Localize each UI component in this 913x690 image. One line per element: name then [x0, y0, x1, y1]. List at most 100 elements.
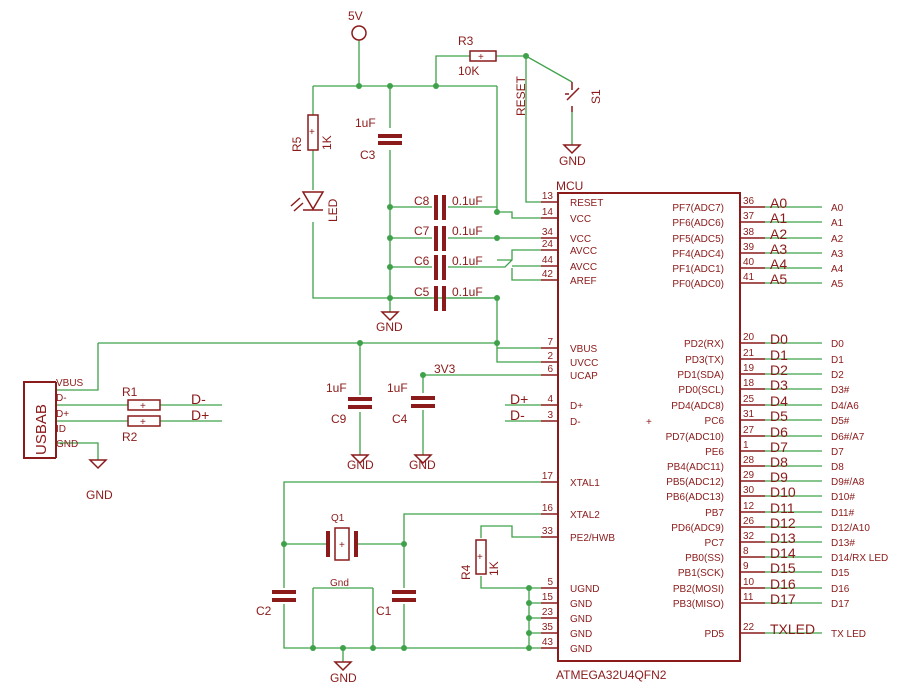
net-label: D8	[831, 462, 844, 473]
label-r5-value: 1K	[320, 135, 334, 150]
signal-label: D2	[770, 362, 788, 378]
signal-label: D16	[770, 576, 796, 592]
mcu-pin-number: 25	[743, 394, 755, 405]
mcu-chip: MCU ATMEGA32U4QFN2 + 13RESET14VCC34VCC24…	[541, 179, 888, 682]
mcu-pin-name: XTAL1	[570, 478, 600, 489]
gnd-caps: GND	[376, 311, 403, 334]
svg-text:GND: GND	[86, 488, 113, 502]
label-usbab: USBAB	[33, 404, 50, 455]
mcu-pin-number: 5	[547, 577, 553, 588]
signal-label: D10	[770, 484, 796, 500]
capacitor-c7: C7 0.1uF	[414, 224, 483, 251]
junctions	[281, 53, 532, 651]
mcu-pin-number: 22	[743, 622, 755, 633]
capacitor-c3: 1uF C3	[355, 116, 402, 162]
net-ucap-dminus: D-	[510, 407, 525, 423]
svg-text:+: +	[478, 52, 484, 63]
mcu-pin-name: PD2(RX)	[684, 339, 724, 350]
net-label: D17	[831, 599, 850, 610]
svg-text:0.1uF: 0.1uF	[452, 194, 483, 208]
signal-label: D17	[770, 591, 796, 607]
signal-label: D1	[770, 347, 788, 363]
mcu-pin-number: 31	[743, 409, 755, 420]
svg-text:0.1uF: 0.1uF	[452, 254, 483, 268]
mcu-pin-number: 36	[743, 196, 755, 207]
mcu-pin-number: 44	[542, 255, 554, 266]
svg-text:GND: GND	[330, 671, 357, 685]
mcu-pin-name: PF7(ADC7)	[672, 203, 724, 214]
mcu-pin-number: 42	[542, 269, 554, 280]
mcu-pin-name: PE6	[705, 447, 724, 458]
mcu-pin-name: RESET	[570, 198, 603, 209]
mcu-pin-number: 20	[743, 332, 755, 343]
signal-label: A5	[770, 271, 787, 287]
mcu-pin-name: UVCC	[570, 358, 598, 369]
capacitor-c8: C8 0.1uF	[414, 194, 483, 220]
svg-text:C5: C5	[414, 285, 430, 299]
mcu-pin-name: PB5(ADC12)	[666, 477, 724, 488]
net-label: D10#	[831, 492, 855, 503]
capacitor-c2: C2	[256, 590, 296, 618]
mcu-pin-name: D-	[570, 417, 581, 428]
label-r3: R3	[458, 34, 474, 48]
svg-text:GND: GND	[559, 154, 586, 168]
signal-label: D6	[770, 424, 788, 440]
gnd-crystal: GND	[330, 661, 357, 685]
mcu-pin-number: 24	[542, 239, 554, 250]
mcu-pin-name: PB3(MISO)	[673, 599, 724, 610]
label-led: LED	[326, 198, 340, 222]
svg-text:C4: C4	[392, 412, 408, 426]
mcu-pin-number: 3	[547, 410, 553, 421]
svg-text:0.1uF: 0.1uF	[452, 224, 483, 238]
mcu-pin-number: 29	[743, 470, 755, 481]
signal-label: D8	[770, 454, 788, 470]
svg-text:GND: GND	[409, 458, 436, 472]
label-r2: R2	[122, 430, 138, 444]
mcu-pin-name: VBUS	[570, 344, 598, 355]
label-r4: R4	[459, 564, 473, 580]
net-label: D14/RX LED	[831, 553, 888, 564]
net-label: D6#/A7	[831, 432, 865, 443]
net-label: D15	[831, 568, 850, 579]
svg-text:C7: C7	[414, 224, 430, 238]
mcu-pin-number: 34	[542, 227, 554, 238]
signal-label: D12	[770, 515, 796, 531]
mcu-pin-name: PF4(ADC4)	[672, 249, 724, 260]
mcu-pin-name: PD7(ADC10)	[666, 432, 724, 443]
label-5v: 5V	[348, 9, 363, 23]
signal-label: A4	[770, 256, 787, 272]
signal-label: D4	[770, 393, 788, 409]
mcu-pin-number: 2	[547, 351, 553, 362]
mcu-pin-number: 38	[743, 227, 755, 238]
mcu-pin-number: 21	[743, 348, 755, 359]
mcu-pin-name: PC7	[705, 538, 725, 549]
signal-label: D0	[770, 331, 788, 347]
label-gnd-small: Gnd	[330, 578, 349, 589]
mcu-pin-number: 11	[743, 592, 754, 603]
mcu-pin-number: 14	[542, 207, 554, 218]
mcu-pin-name: UGND	[570, 584, 599, 595]
net-label: D5#	[831, 416, 850, 427]
mcu-pin-number: 28	[743, 455, 755, 466]
mcu-pin-name: PB0(SS)	[685, 553, 724, 564]
mcu-pin-number: 39	[743, 242, 755, 253]
power-5v: 5V	[348, 9, 367, 41]
mcu-pin-number: 43	[542, 637, 554, 648]
signal-label: TXLED	[770, 621, 815, 637]
svg-text:+: +	[140, 417, 146, 428]
mcu-pin-number: 33	[542, 526, 554, 537]
mcu-pin-name: PF6(ADC6)	[672, 218, 724, 229]
svg-text:+: +	[477, 552, 483, 563]
mcu-pin-number: 13	[542, 191, 554, 202]
svg-text:1uF: 1uF	[326, 381, 347, 395]
mcu-pin-name: D+	[570, 401, 583, 412]
mcu-pin-name: GND	[570, 614, 592, 625]
mcu-pin-number: 37	[743, 211, 755, 222]
mcu-pin-number: 27	[743, 425, 755, 436]
mcu-left-pins: 13RESET14VCC34VCC24AVCC44AVCC42AREF7VBUS…	[541, 191, 615, 655]
label-c3: C3	[360, 148, 376, 162]
wires	[56, 40, 573, 662]
resistor-r1: + R1	[122, 385, 161, 412]
net-label: D13#	[831, 538, 855, 549]
